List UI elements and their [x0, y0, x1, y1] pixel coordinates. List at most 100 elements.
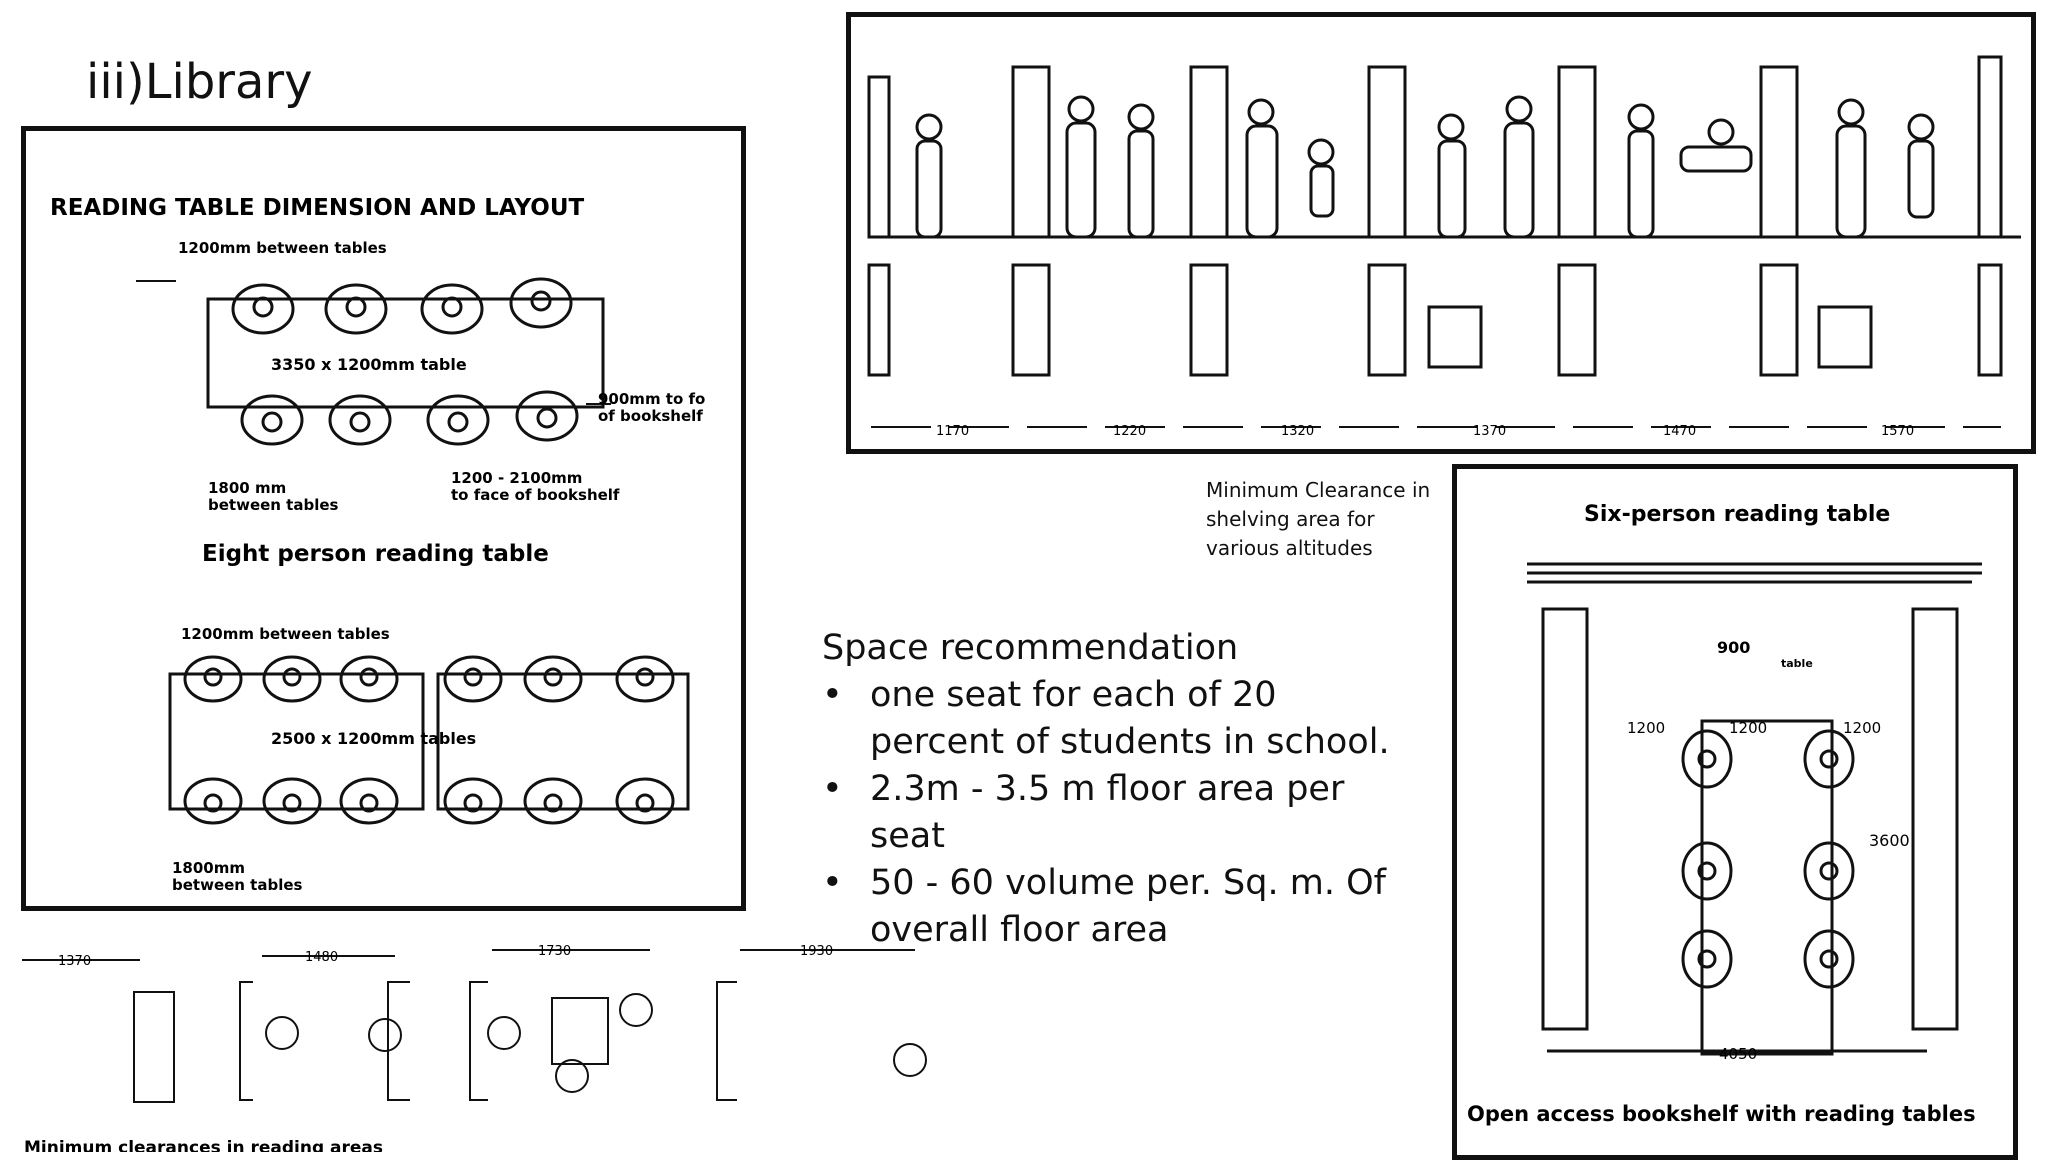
eight-person-table [206, 297, 605, 409]
bookshelf-plan [1557, 263, 1597, 377]
chair-icon [339, 777, 399, 825]
chair-icon [339, 655, 399, 703]
bookshelf-elevation [1367, 65, 1407, 239]
space-recommendation: Space recommendation • one seat for each… [822, 625, 1402, 954]
face-note-2: to face of bookshelf [451, 486, 620, 504]
shelving-caption: Minimum Clearance in shelving area for v… [1206, 478, 1431, 560]
bookshelf-plan [387, 981, 410, 1101]
chair-icon [443, 777, 503, 825]
chair-icon [426, 394, 490, 446]
shelving-clearance-panel: 1170 1220 1320 1370 1470 1570 [846, 12, 2036, 454]
chair-icon [555, 1059, 589, 1093]
bookshelf-plan [133, 991, 175, 1103]
person-figure [1307, 138, 1335, 218]
dim-right: 1200 [1843, 719, 1881, 737]
bookshelf-elevation [1557, 65, 1597, 239]
reading-area-clearance-drawing: 1370 1480 1730 1930 Minimum clearances i… [22, 944, 927, 1152]
clear-dim-1370: 1370 [58, 954, 91, 969]
chair-icon [515, 390, 579, 442]
dim-900: 900 [1717, 638, 1750, 657]
reading-table [1700, 719, 1834, 1056]
chair-icon [1803, 841, 1855, 901]
person-figure [1065, 95, 1097, 239]
list-item: • one seat for each of 20 percent of stu… [822, 672, 1402, 766]
bullet-icon: • [822, 675, 843, 715]
dim-bottom: 4050 [1719, 1045, 1757, 1063]
six-seat-table-right [436, 672, 690, 811]
list-item: • 2.3m - 3.5 m floor area per seat [822, 766, 1402, 860]
clear-dim-1930: 1930 [800, 944, 833, 959]
bookshelf-note-2: of bookshelf [598, 407, 703, 425]
table-size-label-2: 2500 x 1200mm tables [271, 729, 476, 748]
chair-icon [368, 1018, 402, 1052]
page-title: iii)Library [86, 54, 313, 110]
top-note: 1200mm between tables [178, 239, 387, 257]
person-figure [1245, 98, 1279, 239]
bookshelf-plan [1977, 263, 2003, 377]
chair-icon [443, 655, 503, 703]
desk-plan [1817, 305, 1873, 369]
chair-icon [1681, 841, 1733, 901]
person-figure [1503, 95, 1535, 239]
space-heading: Space recommendation [822, 628, 1239, 668]
chair-icon [328, 394, 392, 446]
shelf-dim-1470: 1470 [1663, 424, 1696, 439]
shelf-dim-1320: 1320 [1281, 424, 1314, 439]
bullet-icon: • [822, 863, 843, 903]
six-person-heading: Six-person reading table [1584, 502, 1890, 527]
bookshelf-plan [469, 981, 488, 1101]
person-figure [915, 113, 943, 239]
six-person-caption: Open access bookshelf with reading table… [1467, 1102, 1976, 1126]
chair-icon [262, 777, 322, 825]
dim-left: 1200 [1627, 719, 1665, 737]
chair-icon [619, 993, 653, 1027]
bookshelf-note-1: 900mm to fo [598, 390, 705, 408]
clear-dim-1730: 1730 [538, 944, 571, 959]
chair-icon [262, 655, 322, 703]
chair-icon [523, 777, 583, 825]
chair-icon [523, 655, 583, 703]
between-note-2: between tables [208, 496, 339, 514]
chair-icon [420, 283, 484, 335]
bullet-icon: • [822, 769, 843, 809]
chair-icon [615, 655, 675, 703]
six-person-table-panel: Six-person reading table 900 table 1200 … [1452, 464, 2018, 1160]
face-note-1: 1200 - 2100mm [451, 469, 582, 487]
shelf-dim-1220: 1220 [1113, 424, 1146, 439]
bullet-text: 2.3m - 3.5 m floor area per seat [870, 769, 1345, 856]
chair-icon [1681, 929, 1733, 989]
reading-area-clearance-strip: 1370 1480 1730 1930 Minimum clearances i… [0, 930, 940, 1152]
bookshelf-elevation [1189, 65, 1229, 239]
between-note-1: 1800 mm [208, 479, 286, 497]
list-item: • 50 - 60 volume per. Sq. m. Of overall … [822, 860, 1402, 954]
left-bookshelf [1541, 607, 1589, 1031]
person-figure [1627, 103, 1655, 239]
eight-person-caption: Eight person reading table [202, 541, 549, 567]
chair-icon [1803, 729, 1855, 789]
reading-table-layout-panel: READING TABLE DIMENSION AND LAYOUT 1200m… [21, 126, 746, 911]
title-prefix: iii) [86, 54, 145, 110]
chair-icon [265, 1016, 299, 1050]
person-figure [1437, 113, 1467, 239]
chair-icon [615, 777, 675, 825]
title-text: Library [144, 54, 313, 110]
dim-side: 3600 [1869, 831, 1910, 850]
bookshelf-plan [1189, 263, 1229, 377]
shelf-dim-1570: 1570 [1881, 424, 1914, 439]
chair-icon [893, 1043, 927, 1077]
bookshelf-plan [1367, 263, 1407, 377]
desk-plan [551, 997, 609, 1065]
chair-icon [324, 283, 388, 335]
chair-icon [240, 394, 304, 446]
right-bookshelf [1911, 607, 1959, 1031]
person-figure [1907, 113, 1935, 219]
reading-table-layout-drawing: READING TABLE DIMENSION AND LAYOUT 1200m… [50, 195, 705, 894]
bookshelf-elevation [1977, 55, 2003, 239]
bookshelf-elevation [1011, 65, 1051, 239]
shelving-clearance-drawing: 1170 1220 1320 1370 1470 1570 [867, 55, 2021, 439]
bullet-text: one seat for each of 20 percent of stude… [870, 675, 1390, 762]
desk-plan [1427, 305, 1483, 369]
bookshelf-elevation [867, 75, 891, 239]
person-figure [1127, 103, 1155, 239]
shelf-dim-1170: 1170 [936, 424, 969, 439]
